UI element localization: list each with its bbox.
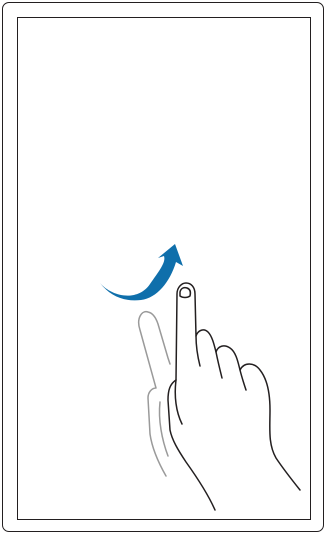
drag-up-curved-arrow-icon [100,244,183,300]
previous-finger-position-icon [139,312,170,476]
pointing-finger-hand-icon [168,283,300,510]
